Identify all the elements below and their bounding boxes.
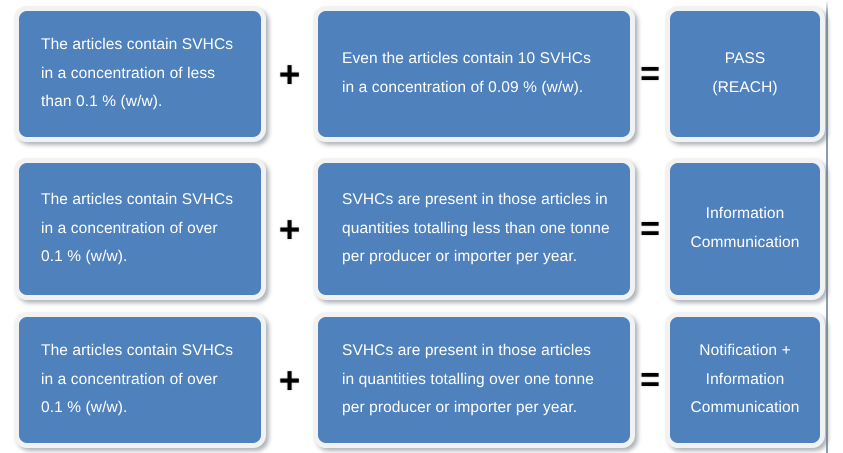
diagram-row: The articles contain SVHCs in a concentr… xyxy=(0,6,843,142)
quantity-box[interactable]: SVHCs are present in those articles in q… xyxy=(313,312,635,448)
condition-box[interactable]: The articles contain SVHCs in a concentr… xyxy=(14,312,266,448)
quantity-line: quantities totalling less than one tonne xyxy=(342,219,610,237)
condition-line: The articles contain SVHCs xyxy=(41,190,234,208)
quantity-line: per producer or importer per year. xyxy=(342,399,578,417)
right-edge-rule xyxy=(826,0,828,453)
quantity-line: Even the articles contain 10 SVHCs xyxy=(342,50,591,68)
equals-operator-icon: = xyxy=(640,55,660,93)
diagram-row: The articles contain SVHCs in a concentr… xyxy=(0,312,843,448)
result-line: Communication xyxy=(690,234,800,251)
equals-operator-icon: = xyxy=(640,210,660,248)
quantity-box[interactable]: SVHCs are present in those articles in q… xyxy=(313,158,635,300)
result-line: (REACH) xyxy=(712,79,778,96)
condition-line: The articles contain SVHCs xyxy=(41,341,234,359)
quantity-line: per producer or importer per year. xyxy=(342,248,578,266)
plus-operator-icon: + xyxy=(278,359,301,401)
result-box[interactable]: PASS (REACH) xyxy=(665,6,825,142)
plus-operator-icon: + xyxy=(278,53,301,95)
result-box[interactable]: Notification + Information Communication xyxy=(665,312,825,448)
quantity-line: in a concentration of 0.09 % (w/w). xyxy=(342,79,584,96)
diagram-row: The articles contain SVHCs in a concentr… xyxy=(0,158,843,300)
result-line: Notification + xyxy=(699,341,791,359)
condition-line: in a concentration of over xyxy=(41,370,218,388)
condition-line: than 0.1 % (w/w). xyxy=(41,93,163,111)
equals-operator-icon: = xyxy=(640,361,660,399)
plus-operator-icon: + xyxy=(278,208,301,250)
quantity-line: SVHCs are present in those articles in xyxy=(342,190,608,208)
condition-line: The articles contain SVHCs xyxy=(41,35,234,53)
condition-line: 0.1 % (w/w). xyxy=(41,248,128,266)
condition-box[interactable]: The articles contain SVHCs in a concentr… xyxy=(14,6,266,142)
result-line: Information xyxy=(705,370,785,388)
result-line: Communication xyxy=(690,399,800,417)
quantity-box[interactable]: Even the articles contain 10 SVHCs in a … xyxy=(313,6,635,142)
condition-line: in a concentration of over xyxy=(41,219,218,237)
condition-box[interactable]: The articles contain SVHCs in a concentr… xyxy=(14,158,266,300)
condition-line: 0.1 % (w/w). xyxy=(41,399,128,417)
result-line: Information xyxy=(705,205,785,223)
result-box[interactable]: Information Communication xyxy=(665,158,825,300)
condition-line: in a concentration of less xyxy=(41,64,216,82)
result-line: PASS xyxy=(724,50,766,68)
quantity-line: SVHCs are present in those articles xyxy=(342,341,592,359)
quantity-line: in quantities totalling over one tonne xyxy=(342,370,594,388)
